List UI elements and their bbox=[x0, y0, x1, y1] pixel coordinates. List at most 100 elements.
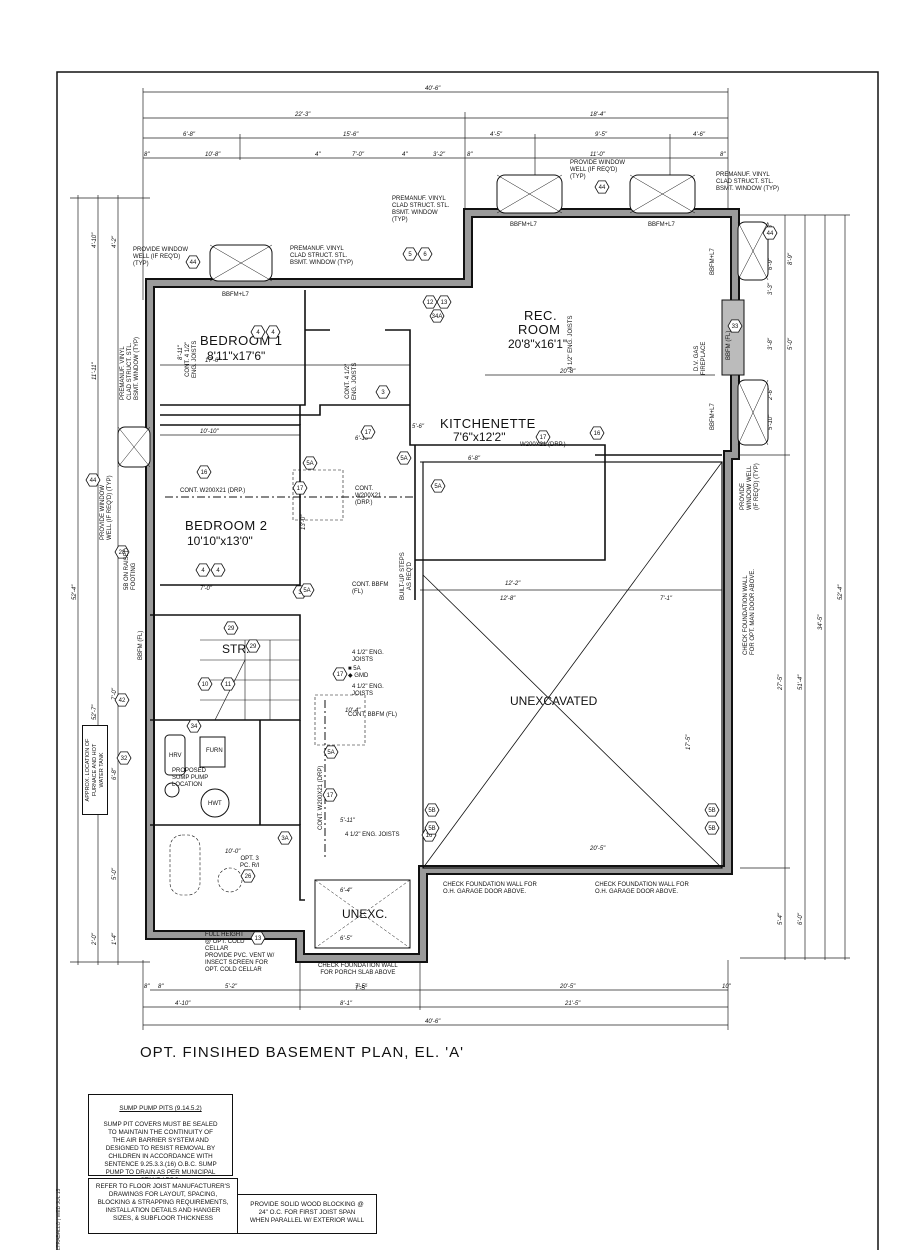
detail-tag-hexagon bbox=[430, 479, 446, 493]
note-cont-bbfm-2: CONT. BBFM (FL) bbox=[348, 712, 397, 718]
detail-tag-hexagon bbox=[594, 180, 610, 194]
note-joists-c: 4 1/2" ENG. JOISTS bbox=[345, 832, 400, 838]
svg-text:11'-0": 11'-0" bbox=[590, 152, 606, 158]
svg-text:8'-9": 8'-9" bbox=[788, 252, 794, 265]
detail-tag-label: 4 bbox=[216, 568, 220, 574]
svg-text:7'-5": 7'-5" bbox=[355, 986, 368, 992]
bedroom1-size: 8'11"x17'6" bbox=[207, 349, 265, 363]
detail-tag-hexagon bbox=[424, 821, 440, 835]
note-bbfm-fl-left: BBFM (FL) bbox=[138, 630, 144, 660]
svg-text:7'-0": 7'-0" bbox=[200, 586, 213, 592]
note-cold-cellar: FULL HEIGHT @ OPT. COLD CELLAR PROVIDE P… bbox=[205, 932, 275, 973]
svg-text:4'-10": 4'-10" bbox=[92, 232, 98, 248]
bbfm-label: BBFM+L7 bbox=[510, 222, 537, 228]
detail-tag-hexagon bbox=[186, 719, 202, 733]
note-window-well-left-top: PROVIDE WINDOW WELL (IF REQ'D) (TYP) bbox=[133, 247, 188, 267]
detail-tag-label: 16 bbox=[426, 833, 433, 839]
furnace-unit bbox=[199, 736, 226, 768]
detail-tag-label: 4 bbox=[201, 568, 205, 574]
detail-tag-hexagon bbox=[436, 295, 452, 309]
svg-text:20'-8": 20'-8" bbox=[559, 369, 576, 375]
bath-label: OPT. 3 PC. R/I bbox=[240, 856, 260, 869]
svg-text:5'-0": 5'-0" bbox=[788, 337, 794, 350]
note-window-well-top: PROVIDE WINDOW WELL (IF REQ'D) (TYP) bbox=[570, 160, 625, 180]
svg-text:6'-4": 6'-4" bbox=[340, 888, 353, 894]
svg-text:12'-8": 12'-8" bbox=[500, 596, 516, 602]
plan-title: OPT. FINSIHED BASEMENT PLAN, EL. 'A' bbox=[140, 1044, 465, 1061]
note-cont-bbfm: CONT. BBFM (FL) bbox=[352, 582, 389, 595]
svg-text:6'-9": 6'-9" bbox=[768, 257, 774, 270]
detail-tag-hexagon bbox=[245, 639, 261, 653]
detail-tag-label: 10 bbox=[202, 682, 209, 688]
detail-tag-hexagon bbox=[265, 325, 281, 339]
note-porch: CHECK FOUNDATION WALL FOR PORCH SLAB ABO… bbox=[318, 963, 398, 976]
rec-room-name: REC. bbox=[524, 308, 557, 323]
unexc-label: UNEXC. bbox=[342, 907, 387, 921]
detail-tag-label: 11 bbox=[225, 682, 232, 688]
detail-tag-hexagon bbox=[299, 583, 315, 597]
note-steps: BUILT-UP STEPS AS REQ'D bbox=[400, 552, 413, 600]
note-garage-door-1: CHECK FOUNDATION WALL FOR O.H. GARAGE DO… bbox=[443, 882, 537, 895]
detail-tag-hexagon bbox=[250, 931, 266, 945]
note-joists-b: 4 1/2" ENG. JOISTS bbox=[352, 684, 384, 697]
note-joists-cont: CONT. 4 1/2" ENG. JOISTS bbox=[185, 340, 198, 378]
detail-tag-label: 26 bbox=[245, 874, 252, 880]
kitchenette-size: 7'6"x12'2" bbox=[453, 430, 505, 444]
note-joists-cont: CONT. 4 1/2" ENG. JOISTS bbox=[345, 362, 358, 400]
detail-tag-label: 4 bbox=[256, 330, 260, 336]
svg-text:8": 8" bbox=[144, 152, 150, 158]
svg-text:52'-7": 52'-7" bbox=[92, 704, 98, 720]
detail-tag-label: 17 bbox=[327, 793, 334, 799]
note-beam-2: CONT. W200x21 (DRP.) bbox=[355, 486, 382, 506]
sump-pump-label: PROPOSED SUMP PUMP LOCATION bbox=[172, 768, 209, 788]
note-window-well-right: PROVIDE WINDOW WELL (IF REQ'D) (TYP) bbox=[740, 463, 760, 510]
svg-text:51'-4": 51'-4" bbox=[798, 674, 804, 690]
detail-tag-label: 5A bbox=[434, 484, 441, 490]
svg-text:5'-11": 5'-11" bbox=[340, 818, 356, 824]
rec-room-name-2: ROOM bbox=[518, 322, 560, 337]
detail-tag-hexagon bbox=[332, 667, 348, 681]
svg-text:2'-6": 2'-6" bbox=[768, 387, 774, 401]
svg-text:2'-0": 2'-0" bbox=[92, 932, 98, 946]
svg-text:7'-5": 7'-5" bbox=[355, 984, 368, 990]
detail-tag-label: 34 bbox=[191, 724, 198, 730]
detail-tag-hexagon bbox=[429, 309, 445, 323]
bbfm-label: BBFM+L7 bbox=[710, 403, 716, 430]
svg-text:6'-8": 6'-8" bbox=[112, 767, 118, 780]
joist-note-box: REFER TO FLOOR JOIST MANUFACTURER'S DRAW… bbox=[88, 1178, 238, 1234]
sump-note-title: SUMP PUMP PITS (9.14.5.2) bbox=[119, 1105, 202, 1112]
interior-walls bbox=[150, 290, 722, 901]
hidden-lines bbox=[169, 469, 366, 896]
dimension-text: 40'-6" 22'-3"18'-4" 6'-8"15'-6" 4'-5"9'-… bbox=[72, 86, 844, 1025]
svg-text:4'-10": 4'-10" bbox=[175, 1001, 191, 1007]
detail-tag-label: 17 bbox=[365, 430, 372, 436]
file-stamp: LTRABALLO | WED JUL 15 bbox=[56, 1188, 62, 1250]
note-window-left: PREMANUF. VINYL CLAD STRUCT. STL. BSMT. … bbox=[120, 337, 140, 400]
window-wells bbox=[117, 174, 769, 468]
detail-tag-hexagon bbox=[424, 803, 440, 817]
svg-text:8": 8" bbox=[467, 152, 473, 158]
svg-text:4": 4" bbox=[315, 152, 321, 158]
detail-tag-label: 3 bbox=[298, 590, 302, 596]
hrv-label: HRV bbox=[169, 753, 182, 759]
svg-text:6'-10": 6'-10" bbox=[355, 436, 371, 442]
svg-text:6'-8": 6'-8" bbox=[468, 456, 481, 462]
svg-text:10'-4": 10'-4" bbox=[345, 708, 361, 714]
svg-text:10'-0": 10'-0" bbox=[225, 849, 241, 855]
note-joists-a: 4 1/2" ENG. JOISTS bbox=[352, 650, 384, 663]
detail-tag-label: 17 bbox=[540, 435, 547, 441]
note-furnace-box: APPROX. LOCATION OF FURNACE AND HOT WATE… bbox=[82, 725, 108, 815]
svg-text:10'-8": 10'-8" bbox=[205, 152, 221, 158]
detail-tag-label: 13 bbox=[441, 300, 448, 306]
unexcavated-x bbox=[422, 461, 723, 869]
detail-tag-hexagon bbox=[589, 426, 605, 440]
detail-tag-hexagon bbox=[762, 226, 778, 240]
svg-text:15'-6": 15'-6" bbox=[343, 132, 359, 138]
detail-tag-hexagon bbox=[210, 563, 226, 577]
detail-tag-hexagon bbox=[220, 677, 236, 691]
svg-text:5'-10": 5'-10" bbox=[768, 414, 774, 430]
svg-text:5'-4": 5'-4" bbox=[778, 912, 784, 925]
svg-text:10'-10": 10'-10" bbox=[200, 429, 219, 435]
note-garage-door-2: CHECK FOUNDATION WALL FOR O.H. GARAGE DO… bbox=[595, 882, 689, 895]
bbfm-label: BBFM+L7 bbox=[222, 292, 249, 298]
